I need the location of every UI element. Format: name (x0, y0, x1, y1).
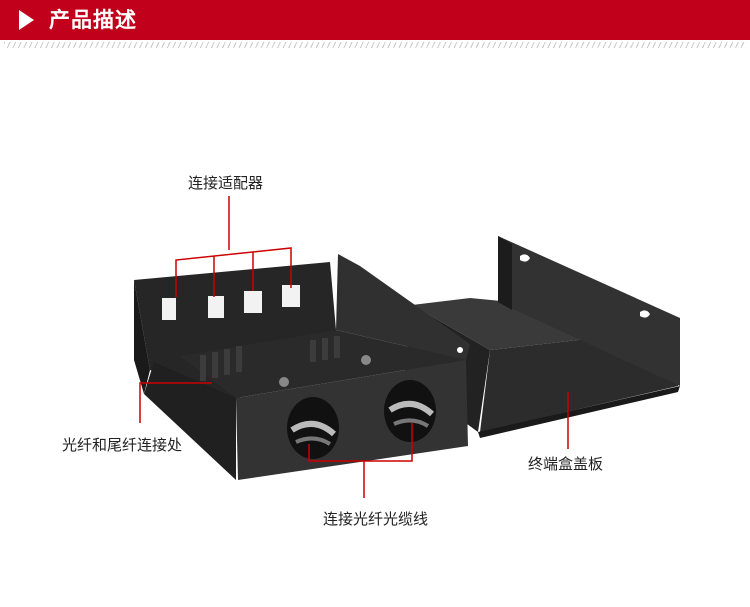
cover-plate (404, 236, 680, 438)
cable-entry-hole (384, 380, 436, 442)
terminal-box (134, 254, 470, 480)
callout-adapters: 连接适配器 (188, 174, 264, 192)
callout-cable-entry: 连接光纤光缆线 (323, 510, 429, 528)
callout-pigtail-splice: 光纤和尾纤连接处 (62, 436, 183, 454)
adapter-cutout (208, 296, 224, 318)
adapter-cutout (244, 291, 262, 313)
section-header-bar: 产品描述 (0, 0, 750, 40)
play-arrow-icon (19, 10, 34, 30)
section-title: 产品描述 (49, 8, 137, 32)
callout-cover: 终端盒盖板 (528, 455, 604, 473)
adapter-cutout (282, 285, 300, 307)
header-divider-hatch (4, 42, 746, 48)
adapter-cutout (162, 298, 176, 320)
callout-lines (139, 196, 569, 498)
